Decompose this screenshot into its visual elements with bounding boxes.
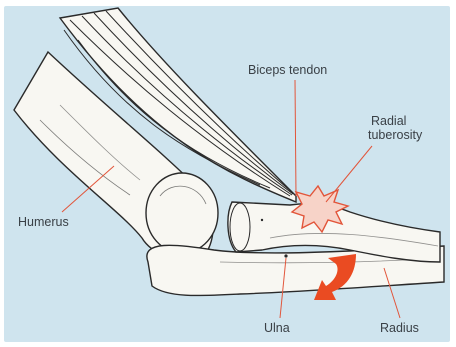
label-radial-tuberosity-line1: Radial — [371, 114, 406, 128]
label-radial-tuberosity-line2: tuberosity — [368, 128, 422, 142]
label-radius: Radius — [380, 321, 419, 335]
humerus-condyle — [146, 173, 218, 253]
label-humerus: Humerus — [18, 215, 69, 229]
label-ulna: Ulna — [264, 321, 290, 335]
label-biceps-tendon: Biceps tendon — [248, 63, 327, 77]
